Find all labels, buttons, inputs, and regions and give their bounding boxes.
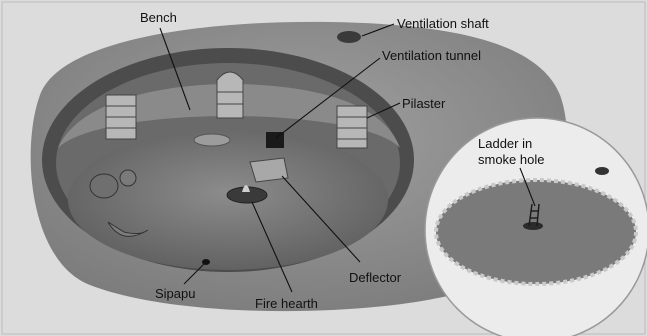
label-ladder-line1: Ladder in: [478, 136, 532, 151]
label-ventilation-shaft: Ventilation shaft: [397, 16, 489, 31]
pilaster-right: [337, 106, 367, 148]
pilaster-left: [106, 95, 136, 139]
pot-left-1: [90, 174, 118, 198]
label-sipapu: Sipapu: [155, 286, 195, 301]
deflector-stone: [250, 158, 288, 182]
label-ladder-line2: smoke hole: [478, 152, 544, 167]
label-pilaster: Pilaster: [402, 96, 445, 111]
kiva-floor: [68, 130, 388, 270]
inset-vent: [595, 167, 609, 175]
pot-left-2: [120, 170, 136, 186]
pilaster-center: [217, 72, 243, 118]
inset-smoke-hole: [523, 222, 543, 230]
wall-niche: [194, 134, 230, 146]
label-fire-hearth: Fire hearth: [255, 296, 318, 311]
ventilation-shaft-opening: [337, 31, 361, 43]
label-bench: Bench: [140, 10, 177, 25]
label-ventilation-tunnel: Ventilation tunnel: [382, 48, 481, 63]
label-deflector: Deflector: [349, 270, 401, 285]
